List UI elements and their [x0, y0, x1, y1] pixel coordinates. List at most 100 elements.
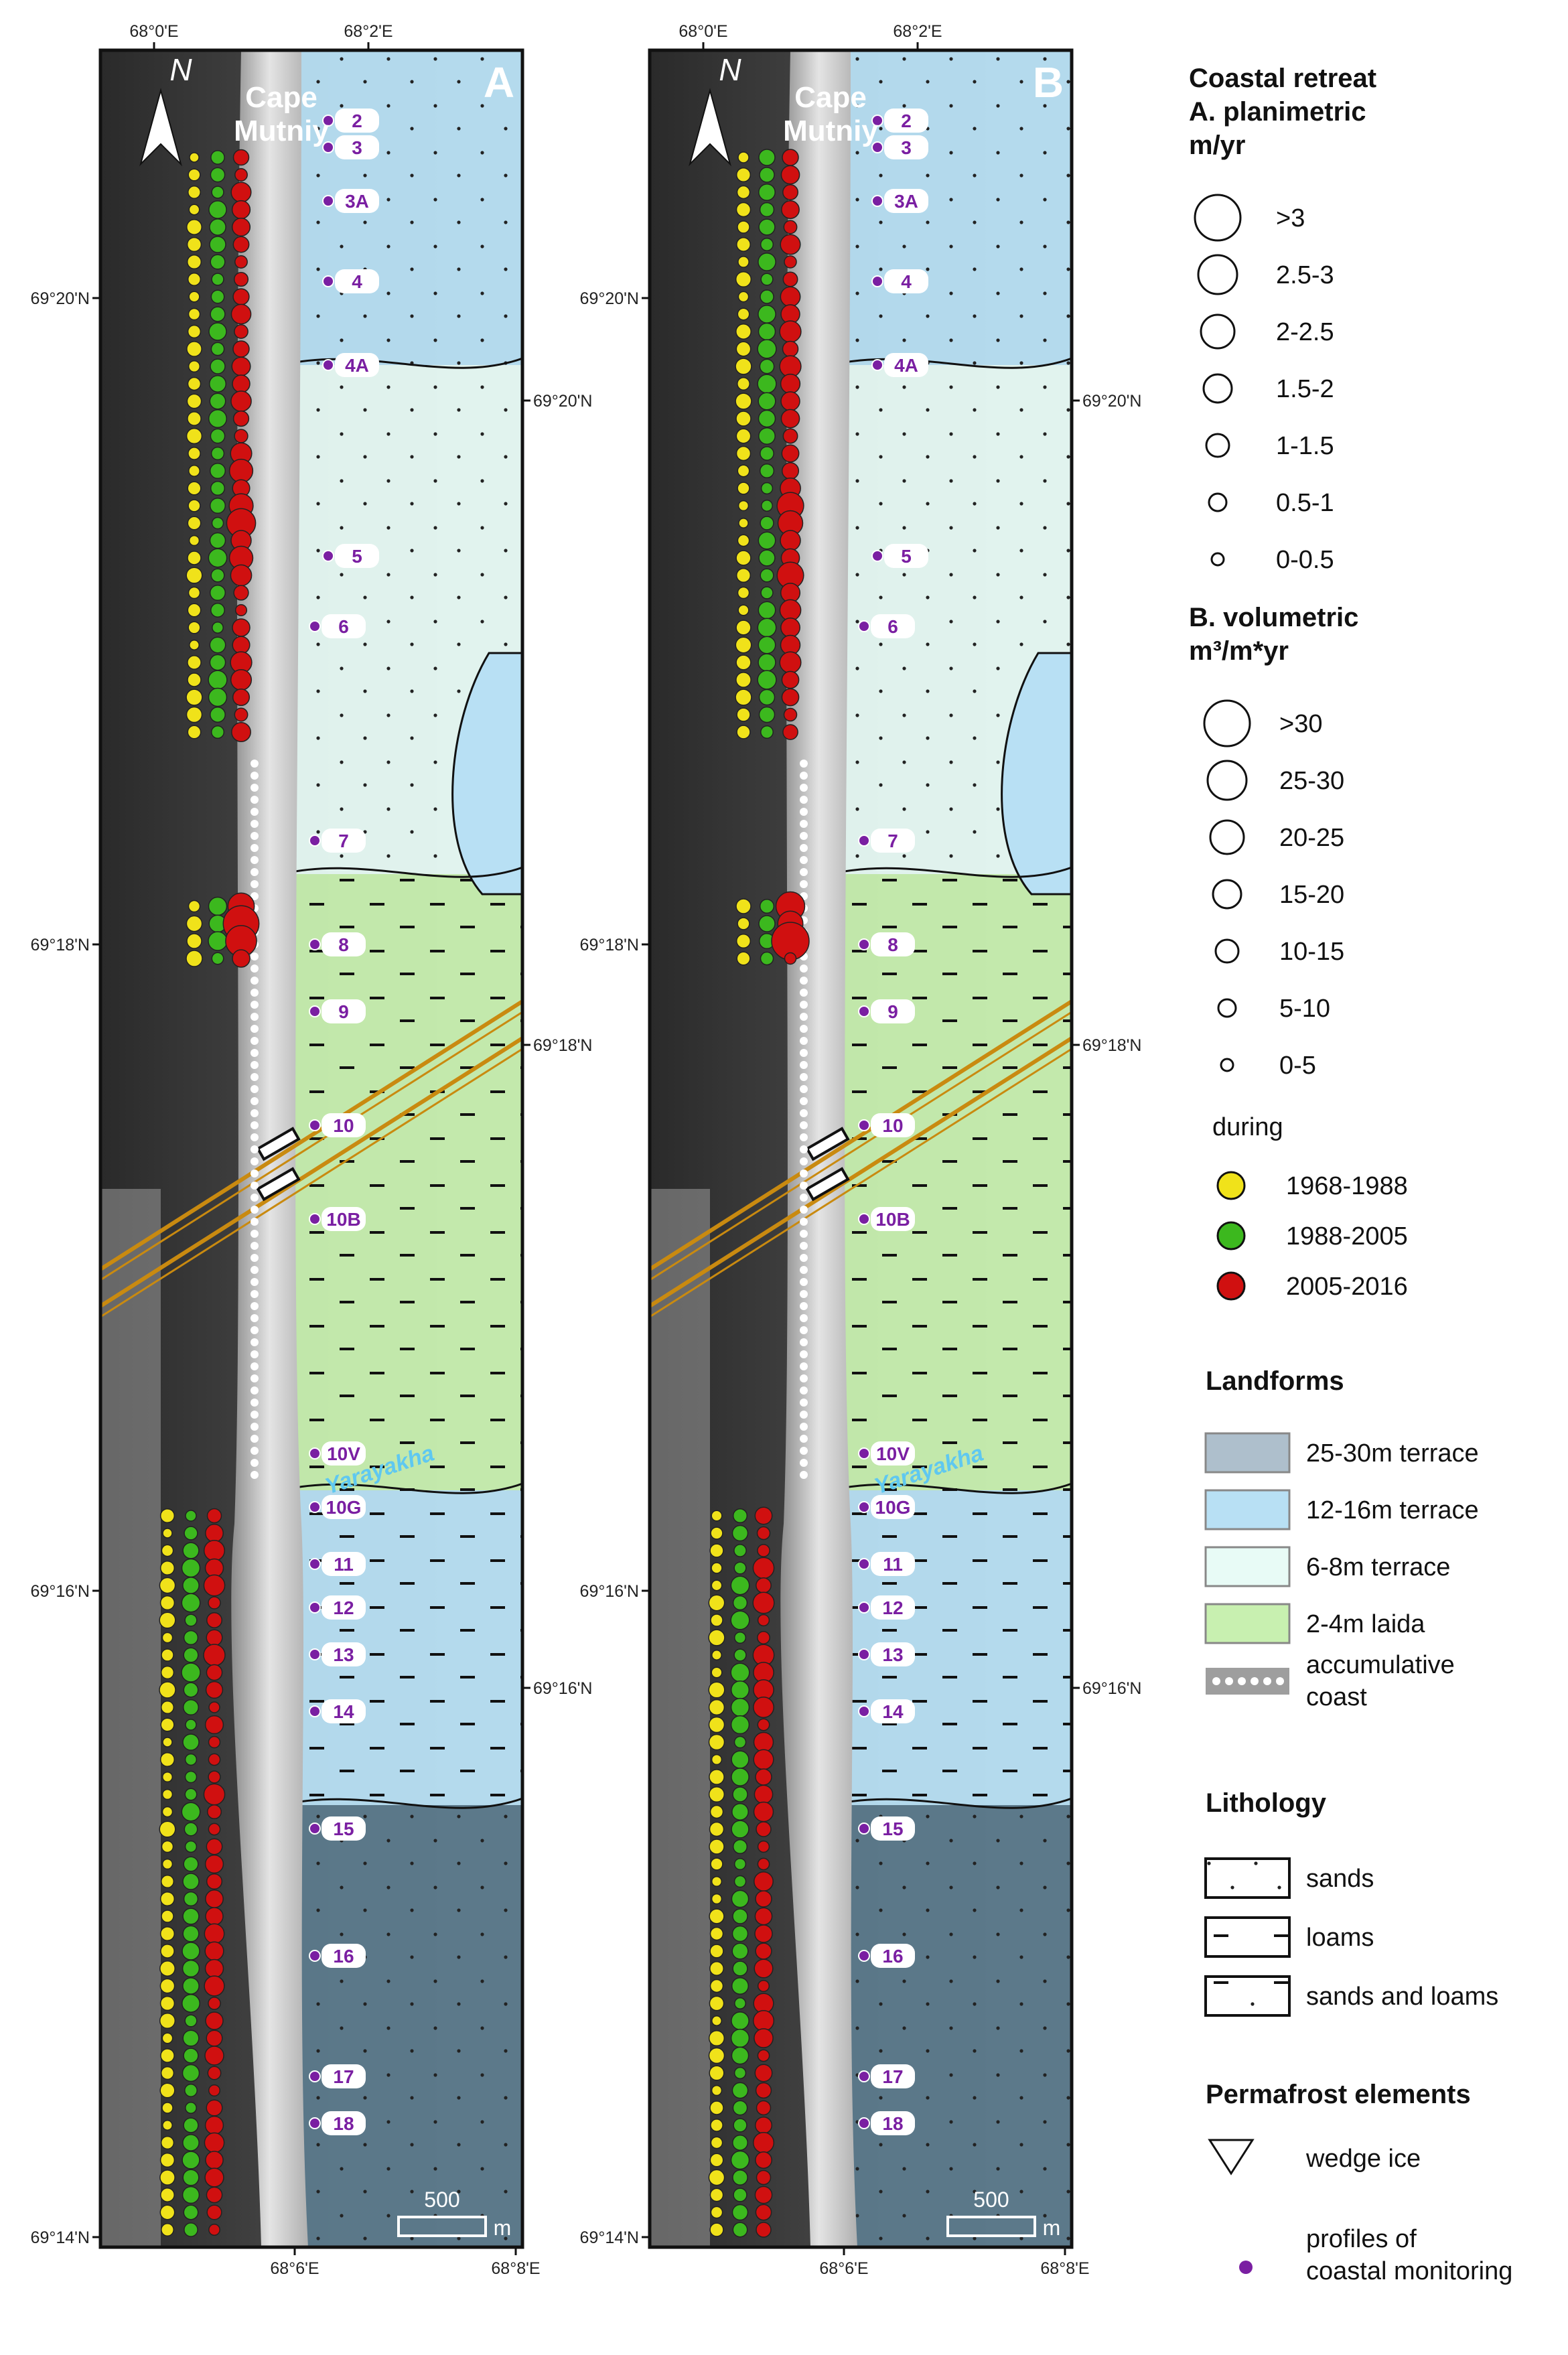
retreat-dot-2005-2016	[754, 1871, 774, 1892]
retreat-dot-2005-2016	[234, 603, 248, 617]
accumulative-coast-dot	[800, 1350, 808, 1358]
profile-label: 4A	[345, 355, 369, 376]
retreat-dot-1988-2005	[730, 2150, 750, 2170]
retreat-dot-1988-2005	[209, 462, 226, 480]
retreat-dot-1968-1988	[188, 534, 200, 547]
retreat-dot-2005-2016	[755, 2204, 772, 2221]
legend-planimetric-symbol	[1202, 373, 1233, 404]
accumulative-coast-dot	[800, 1037, 808, 1045]
retreat-dot-1968-1988	[710, 2119, 723, 2132]
retreat-dot-1988-2005	[758, 253, 776, 271]
retreat-dot-1968-1988	[186, 341, 202, 357]
retreat-dot-1988-2005	[759, 202, 775, 218]
retreat-dot-1968-1988	[187, 672, 202, 687]
retreat-dot-1988-2005	[210, 568, 225, 583]
profile-label-bg	[871, 1816, 915, 1841]
profile-label-bg	[871, 932, 915, 956]
accumulative-coast-dot	[251, 1278, 259, 1286]
profile-label-bg	[322, 1699, 366, 1723]
profile-label: 4	[901, 271, 912, 292]
retreat-dot-1968-1988	[709, 1839, 725, 1855]
panel-letter: A	[484, 58, 514, 106]
pipeline-landing	[805, 1167, 850, 1202]
retreat-dot-2005-2016	[208, 1596, 221, 1610]
retreat-dot-1988-2005	[758, 636, 776, 654]
retreat-dot-1988-2005	[730, 1610, 750, 1630]
retreat-dot-2005-2016	[205, 1681, 224, 1699]
retreat-dot-1988-2005	[760, 568, 774, 583]
retreat-dot-1988-2005	[183, 1647, 199, 1663]
retreat-dot-1968-1988	[737, 604, 750, 616]
retreat-dot-1968-1988	[711, 2015, 722, 2026]
profile-label: 10B	[875, 1209, 910, 1230]
retreat-dot-2005-2016	[757, 1614, 770, 1627]
retreat-dot-2005-2016	[233, 271, 249, 287]
profile-label: 11	[334, 1554, 354, 1575]
profile-label: 10B	[326, 1209, 360, 1230]
legend-lithology-pattern	[1206, 1859, 1289, 1898]
retreat-dot-1988-2005	[208, 409, 228, 429]
retreat-dot-1988-2005	[182, 2134, 200, 2151]
profile-label: 9	[887, 1001, 898, 1022]
accumulative-coast-dot	[251, 1242, 259, 1250]
retreat-dot-1968-1988	[735, 202, 752, 218]
left-tick-label: 69°16'N	[580, 1582, 639, 1601]
accumulative-coast-dot	[251, 1121, 259, 1129]
accumulative-coast-dot	[251, 1411, 259, 1419]
retreat-dot-1968-1988	[186, 689, 203, 706]
profile-label-bg	[335, 135, 379, 159]
legend-permafrost-label: wedge ice	[1305, 2145, 1421, 2173]
retreat-dot-1988-2005	[758, 706, 776, 723]
accumulative-coast-dot	[800, 1109, 808, 1117]
retreat-dot-1968-1988	[710, 2206, 723, 2219]
retreat-dot-2005-2016	[752, 1591, 775, 1614]
profile-label: 17	[882, 2066, 903, 2087]
retreat-dot-1968-1988	[188, 499, 201, 512]
retreat-dot-1988-2005	[732, 1786, 748, 1802]
retreat-dot-2005-2016	[232, 618, 251, 637]
retreat-dot-1988-2005	[209, 532, 226, 549]
retreat-dot-1968-1988	[188, 586, 201, 599]
accumulative-coast-dot	[800, 1145, 808, 1153]
retreat-dot-1968-1988	[160, 2048, 175, 2063]
retreat-dot-1988-2005	[760, 482, 774, 495]
landform-2-4m-laida-pattern	[831, 874, 1072, 1490]
profile-label-bg	[335, 189, 379, 213]
accumulative-coast-dot	[251, 1435, 259, 1443]
retreat-dot-2005-2016	[230, 564, 253, 587]
profile-label-bg	[871, 1699, 915, 1723]
accumulative-coast-dot	[251, 1386, 259, 1395]
retreat-dot-1968-1988	[735, 358, 752, 375]
retreat-dot-2005-2016	[780, 409, 800, 429]
panel-letter: B	[1033, 58, 1064, 106]
retreat-dot-1988-2005	[208, 548, 228, 568]
profile-label-bg	[871, 1207, 915, 1231]
profile-label-bg	[871, 614, 915, 638]
retreat-dot-1988-2005	[733, 2118, 747, 2133]
profile-marker	[858, 1705, 870, 1717]
retreat-dot-1968-1988	[735, 620, 752, 636]
accumulative-coast-dot	[251, 1073, 259, 1081]
retreat-dot-1968-1988	[709, 1979, 724, 1993]
retreat-dot-1968-1988	[709, 1961, 724, 1976]
retreat-dot-1988-2005	[760, 237, 774, 252]
retreat-dot-1968-1988	[187, 481, 202, 496]
retreat-dot-1988-2005	[733, 1735, 747, 1749]
retreat-dot-1968-1988	[708, 1594, 725, 1612]
retreat-dot-2005-2016	[206, 1629, 223, 1646]
legend-landform-swatch	[1204, 1546, 1291, 1587]
retreat-dot-1988-2005	[184, 1614, 198, 1627]
accumulative-coast-dot	[251, 1302, 259, 1310]
legend-period-symbol	[1216, 1171, 1246, 1200]
retreat-dot-1968-1988	[189, 640, 200, 650]
profile-marker	[858, 938, 870, 950]
profile-label-bg	[871, 829, 915, 853]
retreat-dot-2005-2016	[780, 618, 800, 638]
profile-marker	[322, 275, 334, 287]
retreat-dot-1988-2005	[733, 1875, 747, 1888]
retreat-dot-1988-2005	[732, 1508, 748, 1524]
accumulative-coast-dot	[251, 1254, 259, 1262]
retreat-dot-2005-2016	[206, 2099, 223, 2117]
map-panel-a: 233A44A567891010B10V10G1112131415161718A…	[31, 22, 593, 2278]
retreat-dot-2005-2016	[756, 1577, 772, 1593]
